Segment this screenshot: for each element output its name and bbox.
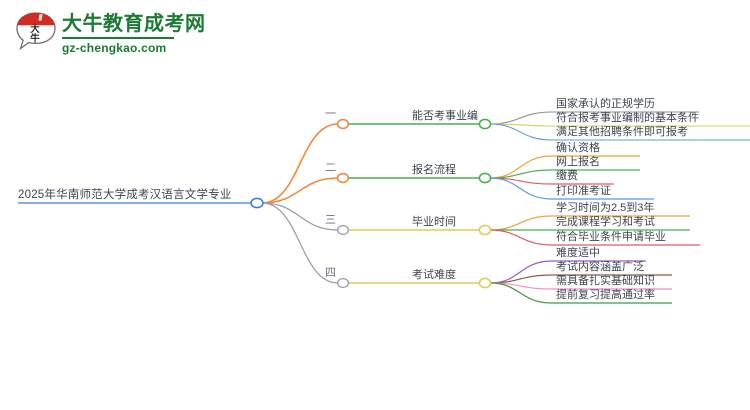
branch-label-3[interactable]: 毕业时间 <box>412 216 456 228</box>
branch-numeral-1: 一 <box>325 108 336 120</box>
svg-text:大: 大 <box>30 23 40 35</box>
leaf-label-1-1[interactable]: 国家承认的正规学历 <box>556 98 655 110</box>
branch-label-4[interactable]: 考试难度 <box>412 269 456 281</box>
brand-text-block: 大牛教育成考网 gz-chengkao.com <box>62 12 206 55</box>
leaf-label-2-4[interactable]: 打印准考证 <box>556 185 611 197</box>
trunk-branch-2 <box>261 177 339 204</box>
leaf-curve-4-1 <box>489 260 553 284</box>
leaf-label-1-2[interactable]: 符合报考事业编制的基本条件 <box>556 112 699 124</box>
mid-node-2[interactable] <box>478 172 492 184</box>
leaf-curve-2-1 <box>489 155 553 179</box>
leaf-label-4-2[interactable]: 考试内容涵盖广泛 <box>556 261 644 273</box>
leaf-label-2-2[interactable]: 网上报名 <box>556 156 600 168</box>
svg-text:牛: 牛 <box>30 33 40 45</box>
brand-domain: gz-chengkao.com <box>62 41 167 55</box>
mid-node-3[interactable] <box>478 224 492 236</box>
root-label[interactable]: 2025年华南师范大学成考汉语言文学专业 <box>18 189 232 201</box>
leaf-curve-1-1 <box>489 111 553 125</box>
root-node[interactable] <box>250 197 264 209</box>
leaf-label-1-3[interactable]: 满足其他招聘条件即可报考 <box>556 126 688 138</box>
branch-label-2[interactable]: 报名流程 <box>412 164 456 176</box>
brand-logo-icon: 大 牛 <box>14 10 58 54</box>
leaf-label-3-2[interactable]: 完成课程学习和考试 <box>556 216 655 228</box>
leaf-label-4-4[interactable]: 提前复习提高通过率 <box>556 289 655 301</box>
leaf-label-3-1[interactable]: 学习时间为2.5到3年 <box>556 202 655 214</box>
brand-divider <box>62 37 174 39</box>
site-header: 大 牛 大牛教育成考网 gz-chengkao.com <box>0 0 750 68</box>
mid-node-4[interactable] <box>478 277 492 289</box>
brand-title: 大牛教育成考网 <box>62 13 206 35</box>
leaf-curve-1-3 <box>489 123 553 141</box>
branch-numeral-3: 三 <box>325 214 336 226</box>
trunk-branch-3 <box>261 202 339 231</box>
leaf-label-4-1[interactable]: 难度适中 <box>556 247 600 259</box>
trunk-branch-4 <box>261 202 339 284</box>
leaf-label-3-3[interactable]: 符合毕业条件申请毕业 <box>556 231 666 243</box>
leaf-label-2-1[interactable]: 确认资格 <box>556 142 600 154</box>
leaf-label-2-3[interactable]: 缴费 <box>556 170 578 182</box>
trunk-branch-1 <box>261 123 339 204</box>
branch-label-1[interactable]: 能否考事业编 <box>412 110 478 122</box>
branch-node-2[interactable] <box>336 172 350 184</box>
branch-node-1[interactable] <box>336 118 350 130</box>
branch-node-3[interactable] <box>336 224 350 236</box>
leaf-curve-2-4 <box>489 177 553 200</box>
branch-numeral-4: 四 <box>325 267 336 279</box>
mid-node-1[interactable] <box>478 118 492 130</box>
leaf-curve-3-3 <box>489 229 553 246</box>
leaf-label-4-3[interactable]: 需具备扎实基础知识 <box>556 275 655 287</box>
branch-node-4[interactable] <box>336 277 350 289</box>
branch-numeral-2: 二 <box>325 162 336 174</box>
leaf-curve-4-4 <box>489 282 553 304</box>
leaf-curve-3-1 <box>489 215 553 231</box>
